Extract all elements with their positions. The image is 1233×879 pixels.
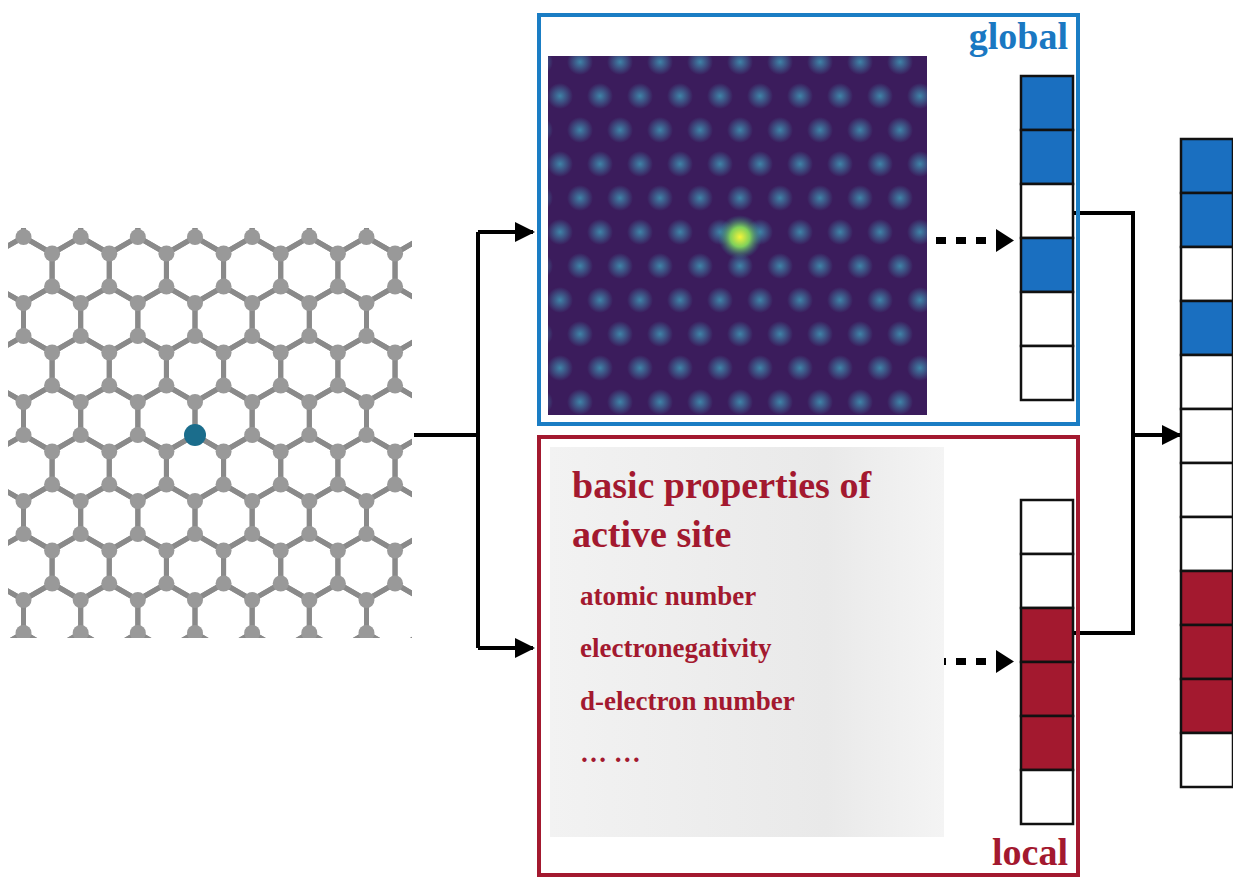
heatmap [548, 56, 927, 415]
graphene-lattice [8, 228, 412, 638]
dotted-arrows [936, 229, 1014, 673]
bonds [8, 228, 412, 638]
panel-heading: basic properties of active site [572, 461, 872, 560]
property-item: atomic number [580, 580, 944, 612]
feature-box: local basic properties of active site atom… [537, 435, 1080, 877]
feature-vectors [1021, 76, 1233, 824]
box-label: global [969, 17, 1068, 55]
feature-box: global [537, 13, 1080, 426]
merge-arrows [1074, 213, 1180, 633]
property-item: electronegativity [580, 632, 944, 664]
dopant-atom [184, 424, 206, 446]
atoms [8, 228, 412, 638]
property-item: d-electron number [580, 685, 944, 717]
property-item: … … [580, 737, 944, 769]
property-panel: basic properties of active site atomic nu… [550, 447, 944, 837]
branch-arrows [414, 232, 533, 648]
box-label: local [992, 833, 1068, 871]
